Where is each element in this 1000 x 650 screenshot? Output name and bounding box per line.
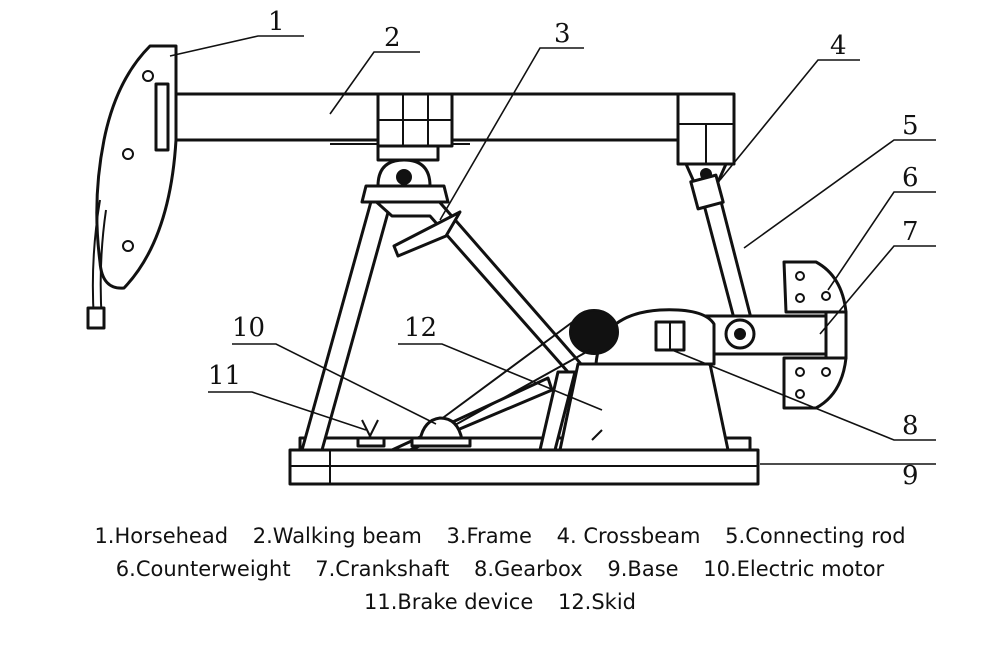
- legend-row: 1.Horsehead 2.Walking beam 3.Frame 4. Cr…: [0, 520, 1000, 553]
- gearbox: [558, 308, 730, 452]
- belt: [439, 317, 591, 431]
- legend-item-gearbox: 8.Gearbox: [474, 557, 583, 581]
- callout-4: 4: [830, 31, 847, 61]
- legend-row: 6.Counterweight 7.Crankshaft 8.Gearbox 9…: [0, 553, 1000, 586]
- callout-3: 3: [554, 19, 571, 49]
- horsehead: [86, 44, 178, 330]
- callout-6: 6: [902, 163, 919, 193]
- electric-motor: [410, 416, 472, 448]
- counterweight: [782, 260, 848, 410]
- legend-item-crossbeam: 4. Crossbeam: [556, 524, 701, 548]
- legend-item-counterweight: 6.Counterweight: [115, 557, 291, 581]
- base-assembly: [288, 436, 760, 486]
- connecting-rod: [689, 173, 754, 328]
- legend-item-skid: 12.Skid: [557, 590, 637, 614]
- saddle-bearing: [376, 144, 440, 188]
- legend-item-horsehead: 1.Horsehead: [94, 524, 229, 548]
- callout-7: 7: [902, 217, 919, 247]
- legend-item-frame: 3.Frame: [446, 524, 532, 548]
- legend-item-electric-motor: 10.Electric motor: [703, 557, 885, 581]
- callout-numbers: 1 2 3 4 5 6 7 8 9 10 11 12: [208, 7, 919, 491]
- legend-item-walking-beam: 2.Walking beam: [252, 524, 422, 548]
- legend-item-crankshaft: 7.Crankshaft: [315, 557, 450, 581]
- callout-12: 12: [404, 313, 437, 343]
- callout-9: 9: [902, 461, 919, 491]
- callout-2: 2: [384, 23, 401, 53]
- callout-11: 11: [208, 361, 241, 391]
- legend-item-base: 9.Base: [607, 557, 679, 581]
- legend: 1.Horsehead 2.Walking beam 3.Frame 4. Cr…: [0, 520, 1000, 619]
- legend-item-connecting-rod: 5.Connecting rod: [725, 524, 906, 548]
- callout-5: 5: [902, 111, 919, 141]
- frame: [300, 184, 590, 452]
- callout-8: 8: [902, 411, 919, 441]
- leader-lines: [169, 35, 936, 465]
- walking-beam: [158, 92, 732, 148]
- brake-device: [356, 419, 603, 448]
- legend-row: 11.Brake device 12.Skid: [0, 586, 1000, 619]
- legend-item-brake-device: 11.Brake device: [363, 590, 534, 614]
- callout-1: 1: [268, 7, 285, 37]
- callout-10: 10: [232, 313, 265, 343]
- crossbeam: [676, 92, 736, 184]
- pumpjack-diagram: 1 2 3 4 5 6 7 8 9 10 11 12: [86, 7, 936, 491]
